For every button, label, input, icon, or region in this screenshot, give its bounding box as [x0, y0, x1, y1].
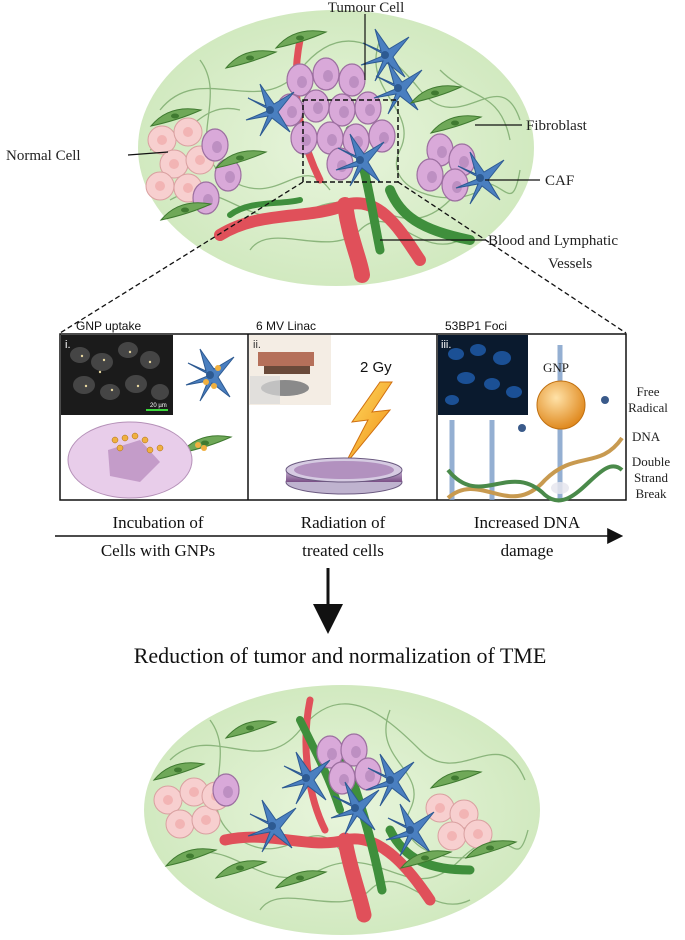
step-2-line2: treated cells: [302, 541, 384, 560]
panel-title-1: GNP uptake: [76, 319, 141, 333]
label-fibroblast: Fibroblast: [526, 118, 588, 134]
gnp-label: GNP: [543, 360, 569, 375]
panel-gnp-uptake: i. 20 µm: [61, 335, 235, 499]
dna-label: DNA: [632, 429, 661, 444]
label-leaders: [127, 14, 540, 241]
free-radical-label-1: Free: [636, 384, 659, 399]
panel-strip: GNP uptake 6 MV Linac 53BP1 Foci i. 20 µ…: [59, 319, 671, 503]
dsb-label-2: Strand: [634, 470, 668, 485]
free-radical-icon: [601, 396, 609, 404]
top-tissue: [138, 10, 534, 286]
dose-label: 2 Gy: [360, 359, 392, 376]
label-caf: CAF: [545, 173, 574, 189]
panel-numeral-3: iii.: [441, 339, 451, 351]
dna-helix-icon: [446, 436, 624, 503]
panel-numeral-1: i.: [65, 339, 71, 351]
dsb-label-3: Break: [635, 486, 667, 501]
label-vessels-line1: Blood and Lymphatic: [488, 233, 618, 249]
zoom-box: [302, 99, 399, 183]
zoom-lines: [59, 181, 627, 334]
step-3-line2: damage: [501, 541, 554, 560]
gnp-particle-icon: [536, 380, 586, 430]
label-vessels-line2: Vessels: [548, 256, 592, 272]
radiation-bolt-icon: [343, 381, 393, 467]
bottom-tissue: [144, 685, 540, 935]
step-1-line2: Cells with GNPs: [101, 541, 215, 560]
panel-dna-damage: iii. GNP Free Radical DNA Double Strand …: [438, 335, 671, 503]
step-1-line1: Incubation of: [112, 513, 203, 532]
panel-numeral-2: ii.: [253, 339, 261, 351]
panel-linac: ii. 2 Gy: [249, 335, 403, 495]
free-radical-label-2: Radical: [628, 400, 668, 415]
label-tumour-cell: Tumour Cell: [328, 0, 405, 16]
step-3-line1: Increased DNA: [474, 513, 581, 532]
scale-bar-label: 20 µm: [150, 403, 167, 409]
dsb-label-1: Double: [632, 454, 671, 469]
panel-title-3: 53BP1 Foci: [445, 319, 507, 333]
outcome-title: Reduction of tumor and normalization of …: [134, 643, 547, 668]
panel-title-2: 6 MV Linac: [256, 319, 316, 333]
label-normal-cell: Normal Cell: [6, 148, 81, 164]
step-2-line1: Radiation of: [301, 513, 386, 532]
